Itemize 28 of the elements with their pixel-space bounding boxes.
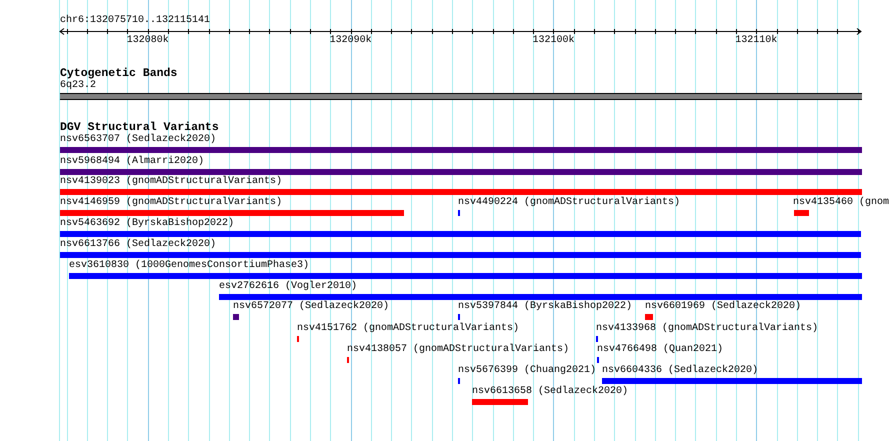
feature-label: nsv5463692 (ByrskaBishop2022) [60, 218, 234, 230]
feature-label: nsv4133968 (gnomADStructuralVariants) [596, 323, 818, 335]
feature-label: esv3610830 (1000GenomesConsortiumPhase3) [69, 260, 310, 272]
band-label: 6q23.2 [60, 80, 96, 92]
feature-label: nsv6572077 (Sedlazeck2020) [233, 301, 390, 314]
tick-label: 132110k [735, 35, 778, 47]
feature-label: nsv6613658 (Sedlazeck2020) [472, 386, 628, 398]
feature-label: nsv4135460 (gnom [793, 197, 890, 209]
track-title: DGV Structural Variants [60, 121, 219, 134]
feature-label: nsv5968494 (Almarri2020) [60, 156, 204, 168]
feature-label: esv2762616 (Vogler2010) [219, 281, 358, 293]
feature-label: nsv6601969 (Sedlazeck2020) [645, 301, 802, 314]
tick-label: 132100k [532, 35, 574, 47]
feature-label: nsv4146959 (gnomADStructuralVariants) [60, 197, 282, 209]
feature-label: nsv4490224 (gnomADStructuralVariants) [458, 197, 680, 209]
feature-label: nsv6604336 (Sedlazeck2020) [602, 364, 758, 377]
feature-label: nsv4138057 (gnomADStructuralVariants) [347, 344, 570, 356]
tick-label: 132080k [126, 35, 169, 47]
track-title: Cytogenetic Bands [60, 67, 178, 80]
feature-label: nsv4151762 (gnomADStructuralVariants) [297, 323, 520, 335]
feature-label: nsv5676399 (Chuang2021) [458, 364, 596, 377]
feature-label: nsv4766498 (Quan2021) [597, 344, 724, 356]
feature-label: nsv5397844 (ByrskaBishop2022) [458, 301, 632, 314]
feature-label: nsv6613766 (Sedlazeck2020) [60, 239, 216, 251]
feature-label: nsv4139023 (gnomADStructuralVariants) [60, 176, 282, 188]
feature-label: nsv6563707 (Sedlazeck2020) [60, 134, 216, 146]
location-label: chr6:132075710..132115141 [60, 15, 210, 27]
tick-label: 132090k [330, 35, 372, 47]
